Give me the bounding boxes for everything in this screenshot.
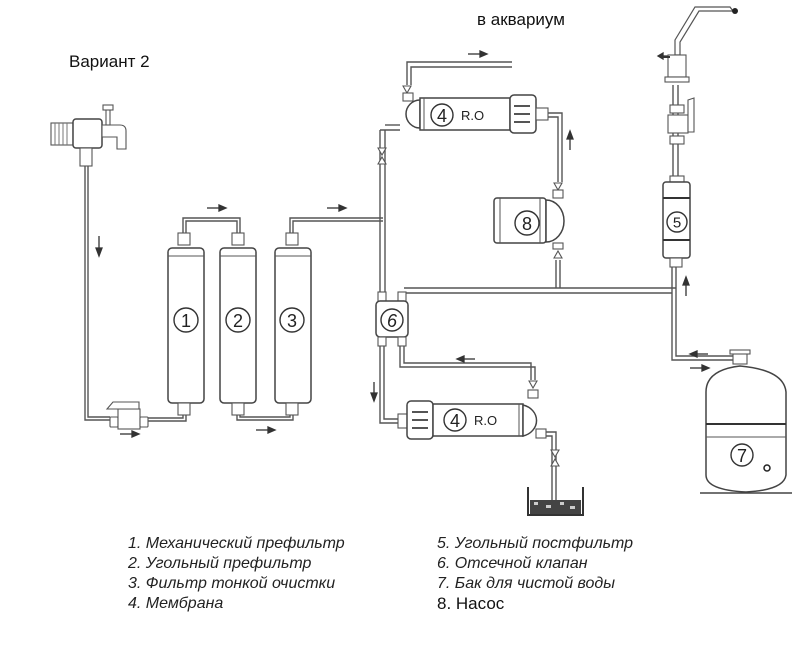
- arrow-right-icon: [256, 426, 277, 434]
- supply-tap-icon: [50, 104, 127, 167]
- pump-number: 8: [522, 214, 532, 234]
- arrow-right-icon: [207, 204, 228, 212]
- legend-item: 2. Угольный префильтр: [128, 555, 312, 572]
- prefilter-3: 3: [274, 232, 312, 416]
- shutoff-valve-6: 6: [375, 291, 409, 347]
- aquarium-label: в аквариум: [477, 10, 565, 29]
- prefilter-2-number: 2: [233, 311, 243, 331]
- postfilter-number: 5: [673, 215, 681, 232]
- arrow-right-icon: [690, 364, 711, 372]
- prefilter-3-number: 3: [287, 311, 297, 331]
- legend-item: 1. Механический префильтр: [128, 535, 345, 552]
- legend-item: 3. Фильтр тонкой очистки: [128, 575, 336, 592]
- prefilter-1-number: 1: [181, 311, 191, 331]
- tank-number: 7: [737, 446, 747, 466]
- arrow-up-icon: [566, 129, 574, 150]
- variant-title: Вариант 2: [69, 52, 150, 71]
- membrane-bottom-label: R.O: [474, 413, 497, 428]
- arrow-down-icon: [95, 236, 103, 258]
- prefilter-2: 2: [219, 232, 257, 416]
- legend-left: 1. Механический префильтр 2. Угольный пр…: [128, 534, 345, 614]
- membrane-top-label: R.O: [461, 108, 484, 123]
- arrow-right-icon: [468, 50, 489, 58]
- membrane-bottom: 4 R.O: [397, 380, 547, 440]
- membrane-top: 4 R.O: [402, 85, 549, 134]
- legend-item: 6. Отсечной клапан: [437, 555, 588, 572]
- arrow-left-icon: [688, 350, 708, 358]
- legend-item: 4. Мембрана: [128, 595, 224, 612]
- pipes: [84, 61, 735, 505]
- inlet-valve-icon: [105, 401, 149, 430]
- faucet-icon: [660, 6, 738, 145]
- tank-7: 7: [700, 349, 792, 494]
- legend-item: 8. Насос: [437, 594, 505, 613]
- prefilter-1: 1: [167, 232, 205, 416]
- shutoff-valve-number: 6: [387, 311, 398, 331]
- arrow-left-icon: [455, 355, 475, 363]
- flow-arrows: [95, 50, 711, 438]
- pump-8: 8: [493, 182, 565, 259]
- arrow-down-icon: [370, 382, 378, 403]
- arrow-right-icon: [120, 430, 141, 438]
- legend-right: 5. Угольный постфильтр 6. Отсечной клапа…: [437, 534, 633, 614]
- membrane-bottom-number: 4: [450, 411, 460, 431]
- membrane-top-number: 4: [437, 106, 447, 126]
- arrow-up-icon: [682, 275, 690, 296]
- postfilter-5: 5: [662, 175, 691, 268]
- check-valve-icon: [377, 147, 387, 165]
- drain-container-icon: [527, 449, 584, 516]
- legend-item: 5. Угольный постфильтр: [437, 535, 634, 552]
- legend-item: 7. Бак для чистой воды: [437, 575, 616, 592]
- arrow-right-icon: [327, 204, 348, 212]
